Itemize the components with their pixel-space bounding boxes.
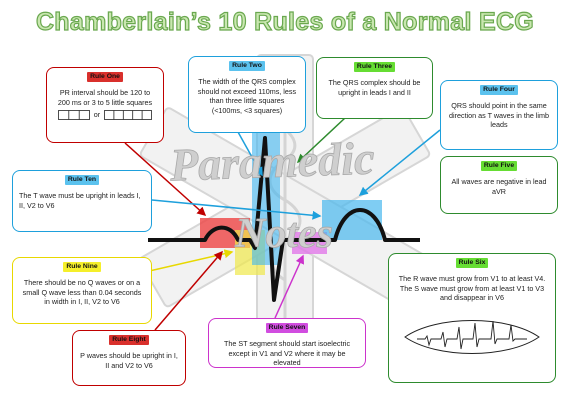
- rule-one-tag: Rule One: [87, 71, 123, 83]
- rule-seven-text: The ST segment should start isoelectric …: [223, 339, 351, 368]
- arrow-rule-four: [358, 129, 441, 196]
- r-wave-progression-diagram: [404, 319, 540, 354]
- five-squares-icon: [104, 110, 153, 121]
- rule-ten-box: Rule Ten The T wave must be upright in l…: [12, 170, 152, 232]
- rule-one-text: PR interval should be 120 to 200 ms or 3…: [57, 88, 153, 107]
- watermark-text-1: Paramedic: [169, 132, 376, 191]
- rule-six-text: The R wave must grow from V1 to at least…: [398, 274, 546, 303]
- rule-two-text: The width of the QRS complex should not …: [197, 77, 297, 115]
- rule-four-text: QRS should point in the same direction a…: [448, 101, 549, 130]
- three-squares-icon: [57, 110, 90, 121]
- arrow-rule-eight: [154, 250, 223, 331]
- rule-eight-box: Rule Eight P waves should be upright in …: [72, 330, 186, 386]
- rule-eight-text: P waves should be upright in I, II and V…: [80, 351, 178, 370]
- or-label: or: [93, 110, 101, 120]
- rule-six-box: Rule Six The R wave must grow from V1 to…: [388, 253, 556, 383]
- page-title: Chamberlain’s 10 Rules of a Normal ECG: [35, 7, 535, 36]
- rule-nine-text: There should be no Q waves or on a small…: [22, 278, 142, 307]
- rule-eight-tag: Rule Eight: [109, 334, 149, 346]
- ecg-trace: [148, 136, 420, 302]
- rule-ten-tag: Rule Ten: [64, 174, 100, 186]
- rule-four-box: Rule Four QRS should point in the same d…: [440, 80, 558, 150]
- rule-two-box: Rule Two The width of the QRS complex sh…: [188, 56, 306, 133]
- arrow-rule-seven: [274, 254, 305, 319]
- rule-five-box: Rule Five All waves are negative in lead…: [440, 156, 558, 214]
- rule-nine-box: Rule Nine There should be no Q waves or …: [12, 257, 152, 324]
- rule-two-tag: Rule Two: [229, 60, 265, 72]
- rule-seven-box: Rule Seven The ST segment should start i…: [208, 318, 366, 368]
- rule-four-tag: Rule Four: [480, 84, 518, 96]
- rule-ten-text: The T wave must be upright in leads I, I…: [19, 191, 141, 210]
- rule-five-text: All waves are negative in lead aVR: [451, 177, 547, 196]
- arrow-rule-ten: [151, 199, 322, 220]
- watermark-text-2: Notes: [235, 211, 334, 258]
- arrow-rule-three: [296, 117, 346, 164]
- arrow-rule-one: [124, 142, 207, 217]
- t-wave-highlight: [322, 200, 382, 240]
- rule-six-tag: Rule Six: [455, 257, 489, 269]
- st-segment-highlight: [292, 232, 327, 254]
- arrow-rule-two: [237, 131, 263, 177]
- rule-five-tag: Rule Five: [480, 160, 518, 172]
- rule-three-text: The QRS complex should be upright in lea…: [328, 78, 421, 97]
- rule-seven-tag: Rule Seven: [265, 322, 309, 334]
- rule-one-box: Rule One PR interval should be 120 to 20…: [46, 67, 164, 143]
- rule-three-box: Rule Three The QRS complex should be upr…: [316, 57, 433, 119]
- rule-nine-tag: Rule Nine: [63, 261, 101, 273]
- little-squares-diagram: or: [53, 110, 157, 121]
- rule-three-tag: Rule Three: [353, 61, 396, 73]
